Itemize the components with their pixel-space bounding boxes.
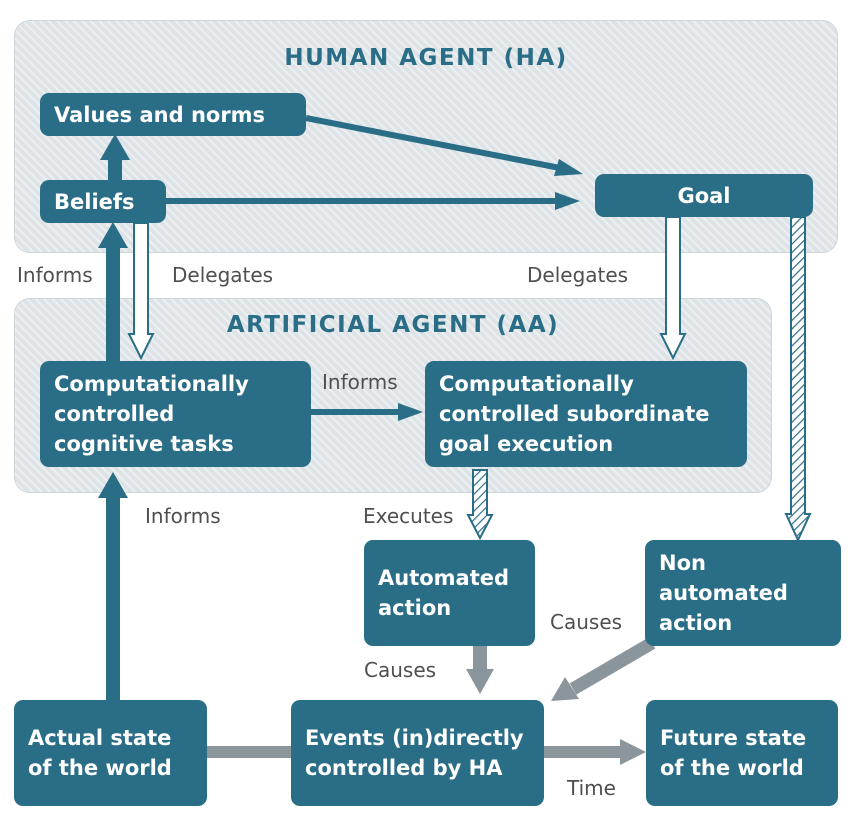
label-delegates-right: Delegates [527,263,629,287]
arrow-beliefs-to-values [108,157,122,180]
label-time: Time [567,776,616,800]
arrow-execution-to-automated [466,469,494,541]
node-values-and-norms: Values and norms [40,93,306,136]
human-agent-title: HUMAN AGENT (HA) [284,45,568,71]
label-informs-left: Informs [17,263,93,287]
arrow-beliefs-delegates-cognitive [127,222,155,361]
arrowhead-non-automated-to-events [551,677,579,701]
arrowhead-actual-state-to-cognitive [98,472,128,498]
arrowhead-beliefs-to-values [100,134,130,160]
arrow-non-automated-to-events [569,637,656,695]
arrow-cognitive-to-beliefs [106,245,120,361]
arrow-actual-state-to-cognitive [106,495,120,700]
arrowhead-time [620,739,646,765]
arrow-automated-to-events [473,646,487,671]
label-causes-automated: Causes [364,658,437,682]
node-future-state: Future state of the world [646,700,838,806]
node-automated-action: Automated action [364,540,535,646]
label-delegates-left: Delegates [172,263,274,287]
arrowhead-beliefs-to-goal [555,192,580,210]
label-executes: Executes [363,504,454,528]
node-beliefs: Beliefs [40,180,166,223]
arrow-goal-to-non-automated [784,216,812,543]
node-events: Events (in)directly controlled by HA [291,700,544,806]
label-causes-non-automated: Causes [550,610,623,634]
arrowhead-automated-to-events [466,669,494,694]
arrow-time-actual-to-events [207,746,291,758]
node-cognitive-tasks: Computationally controlled cognitive tas… [40,361,311,467]
arrow-values-to-goal [305,115,561,171]
node-actual-state: Actual state of the world [14,700,207,806]
arrowhead-cognitive-to-beliefs [98,222,128,248]
node-non-automated-action: Non automated action [645,540,841,646]
arrowhead-cognitive-to-execution [398,403,423,421]
node-subordinate-goal-execution: Computationally controlled subordinate g… [425,361,747,467]
artificial-agent-title: ARTIFICIAL AGENT (AA) [226,312,560,338]
arrow-goal-delegates-execution [659,216,687,361]
arrow-time-events-to-future [544,746,624,758]
arrowhead-values-to-goal [554,159,583,176]
label-informs-bottom: Informs [145,504,221,528]
node-goal: Goal [595,174,813,217]
label-informs-middle: Informs [322,370,398,394]
